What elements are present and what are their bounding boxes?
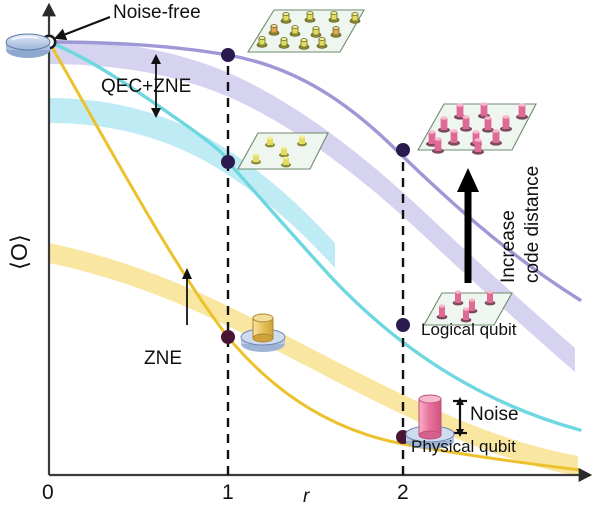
marker-qec-r1 <box>221 155 235 169</box>
zne-leader-arrow <box>182 268 192 325</box>
noise-bracket <box>453 397 467 437</box>
label-physical-qubit: Physical qubit <box>411 437 516 456</box>
increase-code-distance-arrow <box>457 168 479 283</box>
qubit-plane-yellow-large <box>247 9 365 53</box>
curve-qec-zne <box>47 40 582 302</box>
yellow-cylinder-qubit-icon <box>240 313 286 352</box>
disc-icon <box>5 33 51 58</box>
x-tick-1: 1 <box>222 481 234 504</box>
x-tick-0: 0 <box>42 481 54 504</box>
label-logical-qubit: Logical qubit <box>421 320 517 339</box>
y-axis-label: ⟨O⟩ <box>6 234 32 270</box>
marker-zne-r1 <box>221 330 235 344</box>
qubit-plane-yellow-small <box>237 132 329 170</box>
label-qec-zne: QEC+ZNE <box>101 76 192 97</box>
pink-cylinder-qubit-icon <box>405 394 455 449</box>
label-zne: ZNE <box>144 348 182 369</box>
band-qec <box>49 98 335 268</box>
label-noise: Noise <box>470 404 519 425</box>
x-axis-label: r <box>303 486 310 507</box>
curve-zne <box>47 40 582 472</box>
label-noise-free: Noise-free <box>113 2 201 23</box>
label-increase-line2: code distance <box>522 165 543 283</box>
noise-free-leader-arrow <box>54 15 111 41</box>
qec-zne-double-arrow <box>151 54 161 118</box>
marker-qec-zne-r2 <box>396 143 410 157</box>
qubit-plane-pink-small <box>423 290 513 326</box>
x-tick-2: 2 <box>397 481 409 504</box>
qubit-plane-pink-large <box>417 102 537 155</box>
marker-qec-r2 <box>396 318 410 332</box>
band-zne <box>49 243 578 476</box>
curve-qec <box>47 40 582 432</box>
label-increase-line1: Increase <box>498 210 519 283</box>
marker-qec-zne-r1 <box>221 48 235 62</box>
